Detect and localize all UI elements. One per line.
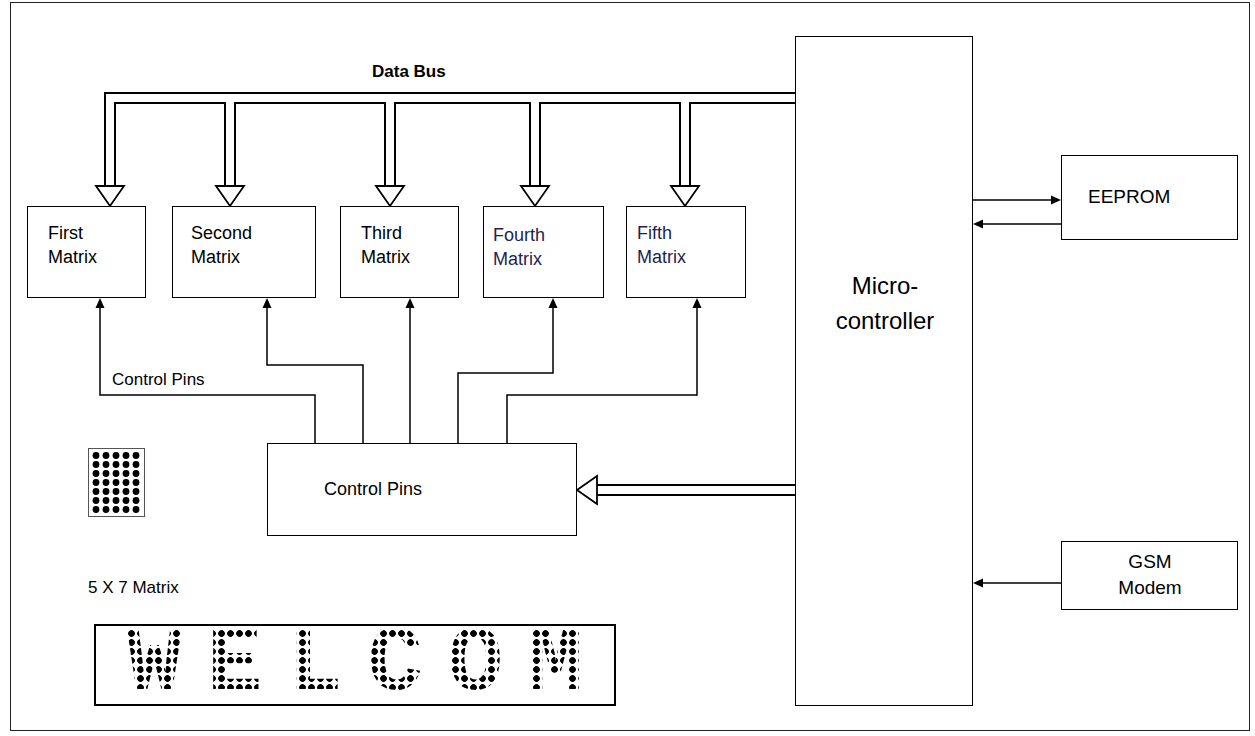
gsm-modem-box: GSM Modem xyxy=(1061,541,1238,610)
matrix-box: Second Matrix xyxy=(172,206,316,298)
control-pins-box: Control Pins xyxy=(267,443,577,536)
arrowhead xyxy=(96,186,124,206)
matrix-box: Third Matrix xyxy=(340,206,459,298)
microcontroller-box: Micro- controller xyxy=(795,36,973,706)
box-label: GSM Modem xyxy=(1105,549,1195,600)
arrowhead xyxy=(1051,196,1061,205)
control-line xyxy=(973,199,1051,201)
matrix-icon-dots xyxy=(91,451,141,514)
control-line xyxy=(983,223,1061,225)
box-label: Fourth Matrix xyxy=(493,223,573,272)
arrowhead xyxy=(376,186,404,206)
bus-label: Data Bus xyxy=(372,62,446,82)
box-label: Fifth Matrix xyxy=(637,221,717,270)
arrowhead xyxy=(96,298,105,308)
data-bus-channel xyxy=(597,486,795,494)
box-label: Micro- controller xyxy=(820,269,950,339)
outer-frame xyxy=(11,3,1250,731)
display-panel xyxy=(95,625,615,705)
matrix-icon-frame xyxy=(89,449,145,517)
box-label: Second Matrix xyxy=(191,221,271,270)
arrowhead xyxy=(263,298,272,308)
box-label: Third Matrix xyxy=(361,221,441,270)
bus-channel-group xyxy=(110,98,795,490)
arrowhead xyxy=(973,220,983,229)
control-line xyxy=(983,582,1061,584)
data-bus-channel xyxy=(110,98,795,186)
data-bus-line xyxy=(230,98,795,186)
dot-matrix-text: WELCOM xyxy=(127,629,608,701)
control-line xyxy=(458,308,553,443)
arrowhead xyxy=(521,186,549,206)
data-bus-line xyxy=(685,98,795,186)
data-bus-line xyxy=(597,484,795,496)
matrix-box: First Matrix xyxy=(27,206,146,298)
data-bus-channel xyxy=(390,98,795,186)
control-line xyxy=(507,308,697,443)
arrowhead xyxy=(406,298,415,308)
control-line xyxy=(409,308,411,443)
box-label: EEPROM xyxy=(1088,184,1170,210)
data-bus-channel xyxy=(685,98,795,186)
arrowhead xyxy=(216,186,244,206)
control-line xyxy=(100,308,315,443)
data-bus-line xyxy=(390,98,795,186)
box-label: Control Pins xyxy=(324,477,422,501)
box-label: First Matrix xyxy=(48,221,128,270)
eeprom-box: EEPROM xyxy=(1061,155,1238,240)
data-bus-channel xyxy=(230,98,795,186)
arrowhead xyxy=(577,476,597,504)
matrix-box: Fifth Matrix xyxy=(626,206,746,298)
matrix-box: Fourth Matrix xyxy=(483,206,604,298)
arrowhead xyxy=(973,579,983,588)
signal-label: Control Pins xyxy=(112,370,205,390)
arrowhead xyxy=(671,186,699,206)
matrix-caption: 5 X 7 Matrix xyxy=(88,578,179,598)
arrowhead xyxy=(693,298,702,308)
bus-outline-group xyxy=(110,98,795,490)
data-bus-line xyxy=(110,98,795,186)
control-line xyxy=(267,308,363,443)
arrowhead xyxy=(549,298,558,308)
data-bus-channel xyxy=(535,98,795,186)
data-bus-line xyxy=(535,98,795,186)
